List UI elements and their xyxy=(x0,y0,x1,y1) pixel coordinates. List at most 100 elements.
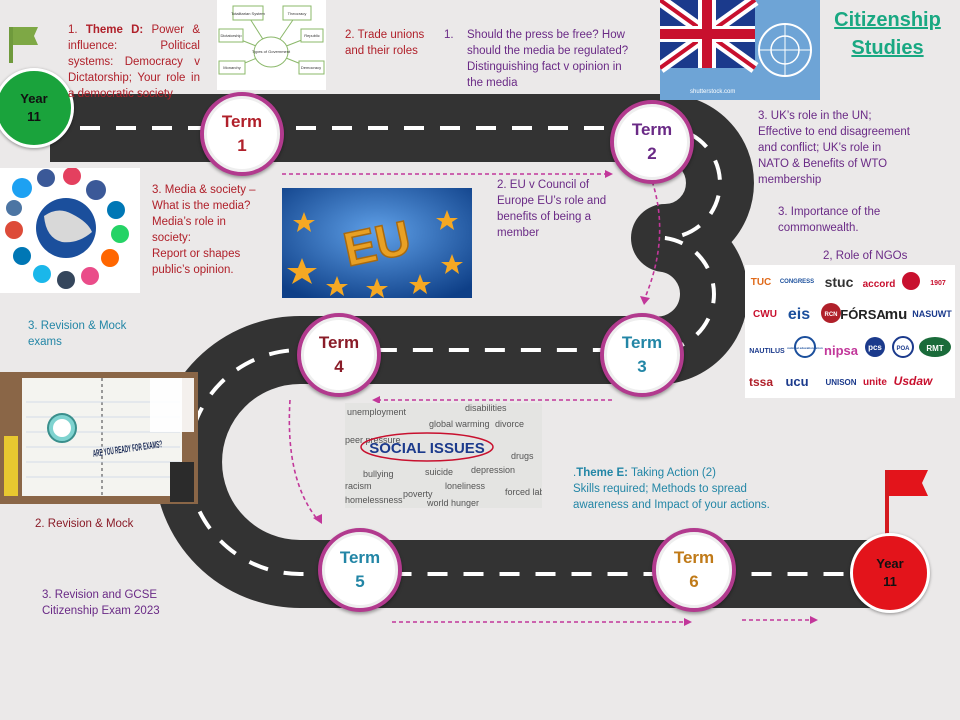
ngo-logo: CWU xyxy=(753,309,777,320)
arrow-term2-term3 xyxy=(643,174,661,301)
ngo-logo: FÓRSA xyxy=(840,307,886,322)
issue-word: poverty xyxy=(403,489,433,499)
term-number: 6 xyxy=(689,572,699,591)
diagram-node: Monarchy xyxy=(223,65,241,70)
exam-drawing: ARE YOU READY FOR EXAMS? xyxy=(0,372,198,504)
ngo-logo: 1907 xyxy=(930,280,946,287)
social-issues-drawing: unemployment disabilities global warming… xyxy=(345,403,542,508)
issue-word: depression xyxy=(471,465,515,475)
trade-unions-text: 2. Trade unions and their roles xyxy=(345,29,425,57)
ngo-logo: tssa xyxy=(749,375,773,389)
eu-drawing: EU xyxy=(282,188,472,298)
diagram-node: Dictatorship xyxy=(220,33,242,38)
ngo-logo: mu xyxy=(885,306,908,323)
social-issues-headline: SOCIAL ISSUES xyxy=(369,440,485,457)
theme-e-text: .Theme E: Taking Action (2) Skills requi… xyxy=(573,449,803,513)
arrow-term4-term5 xyxy=(288,399,319,521)
issue-word: drugs xyxy=(511,451,534,461)
year-start-label: Year xyxy=(20,91,48,106)
ngo-logo: eis xyxy=(788,306,810,323)
term-1-badge: Term 1 xyxy=(200,92,284,176)
term-label: Term xyxy=(318,333,360,352)
diagram-node: Democracy xyxy=(301,65,321,70)
uk-un-text: 3. UK’s role in the UN; Effective to end… xyxy=(758,110,910,186)
issue-word: homelessness xyxy=(345,495,403,505)
ngo-logo: nipsa xyxy=(824,343,859,358)
media-society-text: 3. Media & society – What is the media? … xyxy=(152,184,256,276)
issue-word: divorce xyxy=(495,419,524,429)
government-types-diagram: Totalitarian System Theocracy Dictatorsh… xyxy=(217,0,326,90)
theme-e-body: Taking Action (2) Skills required; Metho… xyxy=(573,467,770,511)
ngo-logo: national education union xyxy=(787,346,823,350)
page-title: Citizenship Studies xyxy=(815,6,960,62)
revision-mock-text: 2. Revision & Mock xyxy=(35,518,134,530)
theme-d-body: Power & influence: Political systems: De… xyxy=(68,24,200,100)
revision-gcse-text: 3. Revision and GCSE Citizenship Exam 20… xyxy=(42,589,160,617)
year-end-label: Year xyxy=(876,556,904,571)
diagram-drawing: Totalitarian System Theocracy Dictatorsh… xyxy=(218,5,325,75)
ngo-logo: Usdaw xyxy=(894,374,933,388)
eu-council-text: 2. EU v Council of Europe EU’s role and … xyxy=(497,179,607,239)
theme-e-heading: Theme E: xyxy=(576,467,628,479)
finish-flag-icon xyxy=(885,470,928,540)
flag-caption: shutterstock.com xyxy=(690,89,735,95)
term-4-badge: Term 4 xyxy=(297,313,381,397)
term-5-badge: Term 5 xyxy=(318,528,402,612)
term-label: Term xyxy=(621,333,663,352)
direction-arrows xyxy=(282,173,810,623)
year-end-badge: Year 11 xyxy=(850,533,930,613)
term-label: Term xyxy=(631,120,673,139)
term-6-badge: Term 6 xyxy=(652,528,736,612)
term-number: 2 xyxy=(647,144,657,163)
term-number: 4 xyxy=(334,357,344,376)
commonwealth-text: 3. Importance of the commonwealth. xyxy=(778,206,881,234)
ngo-logo: TUC xyxy=(751,277,772,288)
issue-word: bullying xyxy=(363,469,394,479)
ngo-logo: pcs xyxy=(868,343,882,352)
ngo-logo: POA xyxy=(896,346,910,352)
theme-e-prefix: . xyxy=(573,467,577,479)
theme-d-heading: Theme D: xyxy=(85,24,144,36)
start-flag-icon xyxy=(9,27,38,63)
press-number: 1. xyxy=(444,29,454,41)
theme-d-text: 1. Theme D: Power & influence: Political… xyxy=(68,6,200,102)
diagram-node: Theocracy xyxy=(288,11,307,16)
ngo-logo: UNISON xyxy=(825,378,856,387)
ngo-logo: RMT xyxy=(926,344,943,353)
term-2-badge: Term 2 xyxy=(610,100,694,184)
ngo-logo: NASUWT xyxy=(912,309,952,319)
issue-word: world hunger xyxy=(426,498,479,508)
term-label: Term xyxy=(673,548,715,567)
eu-image: EU xyxy=(282,188,472,298)
year-start-badge: Year 11 xyxy=(0,68,74,148)
issue-word: global warming xyxy=(429,419,490,429)
ngo-logo: unite xyxy=(863,377,887,388)
term-label: Term xyxy=(221,112,263,131)
issue-word: unemployment xyxy=(347,407,407,417)
ngo-logo: CONGRESS xyxy=(780,279,814,285)
term-number: 5 xyxy=(355,572,365,591)
issue-word: peer pressure xyxy=(345,435,401,445)
issue-word: forced labour xyxy=(505,487,542,497)
theme-d-prefix: 1. xyxy=(68,24,86,36)
term-number: 1 xyxy=(237,136,247,155)
year-end-number: 11 xyxy=(883,574,897,589)
ngo-logos-drawing: TUC CONGRESS stuc accord 1907 CWU eis RC… xyxy=(749,272,952,389)
term-label: Term xyxy=(339,548,381,567)
issue-word: loneliness xyxy=(445,481,486,491)
ngo-logo: accord xyxy=(863,279,896,290)
ngo-logo: ucu xyxy=(785,374,808,389)
flag-drawing: shutterstock.com xyxy=(660,0,812,95)
exam-notebook-image: ARE YOU READY FOR EXAMS? xyxy=(0,372,198,504)
term-3-badge: Term 3 xyxy=(600,313,684,397)
issue-word: racism xyxy=(345,481,372,491)
ngos-text: 2, Role of NGOs xyxy=(823,250,908,262)
diagram-node: Totalitarian System xyxy=(231,11,265,16)
year-start-number: 11 xyxy=(27,109,41,124)
diagram-center: Types of Government xyxy=(252,49,291,54)
issue-word: disabilities xyxy=(465,403,507,413)
issue-word: suicide xyxy=(425,467,453,477)
arrow-heads xyxy=(313,170,818,626)
revision-mock-exams-text: 3. Revision & Mock exams xyxy=(28,320,127,348)
